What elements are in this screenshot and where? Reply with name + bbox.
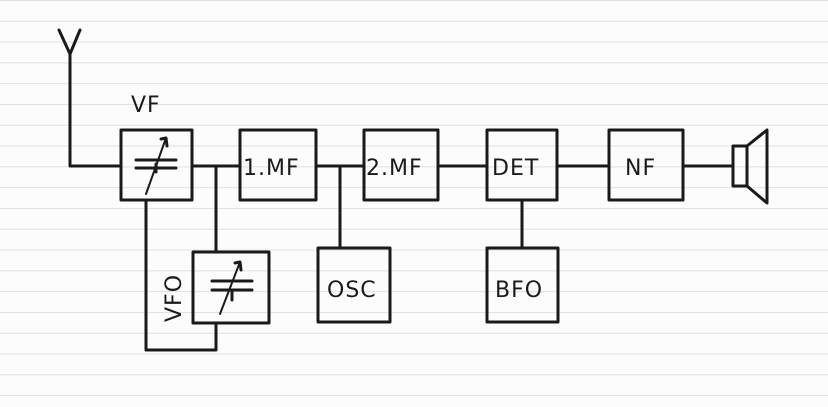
label-osc: OSC — [327, 278, 377, 303]
antenna-icon — [57, 28, 123, 168]
block-bfo: BFO — [485, 246, 560, 324]
block-mf2: 2.MF — [362, 128, 440, 202]
block-det: DET — [485, 128, 559, 202]
block-nf: NF — [607, 128, 685, 202]
label-det: DET — [492, 156, 539, 181]
variable-capacitor-icon — [134, 136, 178, 195]
speaker-icon — [731, 128, 769, 205]
block-vfo: VFO — [162, 250, 271, 325]
label-nf: NF — [625, 156, 656, 181]
label-vfo: VFO — [162, 274, 187, 322]
variable-capacitor-icon — [210, 260, 254, 315]
block-mf1: 1.MF — [238, 128, 318, 202]
label-mf1: 1.MF — [243, 156, 300, 181]
block-vf: VF — [119, 93, 194, 202]
block-osc: OSC — [316, 246, 392, 324]
label-bfo: BFO — [495, 278, 543, 303]
label-vf: VF — [131, 93, 161, 118]
label-mf2: 2.MF — [366, 156, 423, 181]
